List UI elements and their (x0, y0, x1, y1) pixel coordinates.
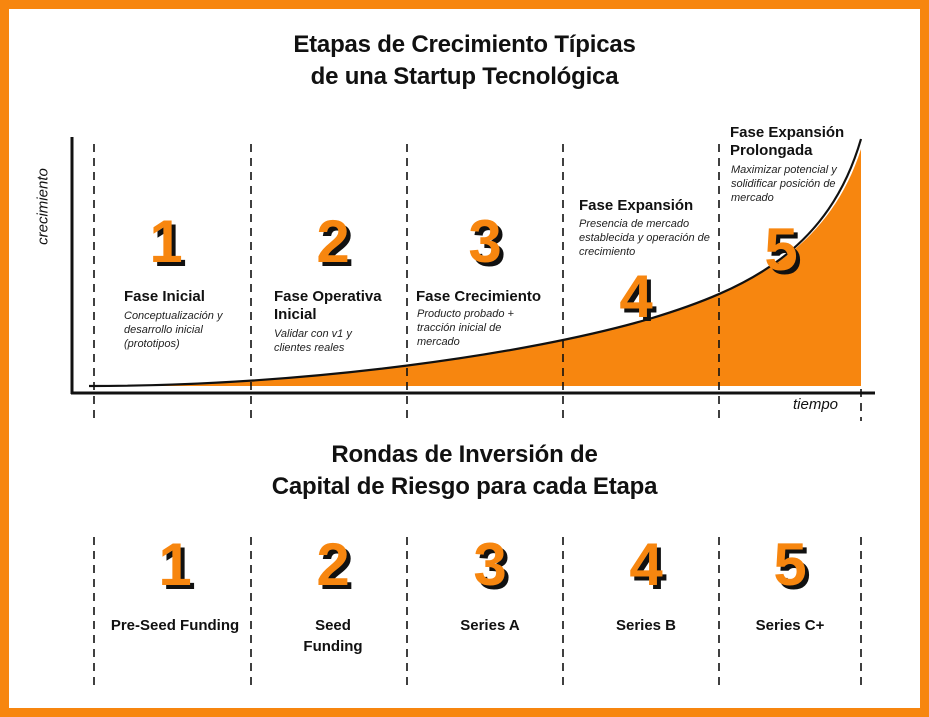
growth-title-line1: Etapas de Crecimiento Típicas (293, 31, 636, 58)
stage-3-description: Producto probado + tracción inicial de m… (417, 308, 514, 348)
x-axis-label: tiempo (793, 396, 839, 413)
round-1-label: Pre-Seed Funding (110, 617, 240, 634)
round-3-label: Series A (460, 617, 520, 634)
stage-5-description: Maximizar potencial y solidificar posici… (731, 164, 837, 204)
stage-2-number: 2 (316, 208, 350, 275)
round-4-number: 4 (629, 531, 663, 598)
stage-4-number: 4 (619, 263, 653, 330)
round-1-number: 1 (158, 531, 192, 598)
round-2-number: 2 (316, 531, 350, 598)
growth-chart (70, 137, 875, 421)
stage-5-number: 5 (764, 216, 798, 283)
stage-5-title: Fase Expansión Prolongada (730, 124, 845, 159)
stage-2-title: Fase Operativa Inicial (274, 288, 382, 323)
stage-dividers (93, 144, 862, 421)
round-3-number: 3 (473, 531, 507, 598)
round-2-label: Seed Funding (303, 617, 363, 655)
funding-rounds-grid (93, 537, 862, 691)
stage-2-description: Validar con v1 y clientes reales (274, 328, 352, 354)
stage-3-title: Fase Crecimiento (416, 288, 542, 305)
round-5-number: 5 (773, 531, 807, 598)
funding-title-line2: Capital de Riesgo para cada Etapa (271, 473, 658, 500)
stage-4-title: Fase Expansión (579, 197, 694, 214)
stage-1-number: 1 (149, 208, 183, 275)
round-4-label: Series B (615, 617, 677, 634)
stage-3-number: 3 (468, 208, 502, 275)
stage-4-description: Presencia de mercado establecida y opera… (579, 218, 710, 258)
growth-title: Etapas de Crecimiento Típicas de una Sta… (9, 29, 920, 93)
growth-title-line2: de una Startup Tecnológica (310, 63, 619, 90)
stage-1-description: Conceptualización y desarrollo inicial (… (124, 310, 223, 350)
funding-title-line1: Rondas de Inversión de (331, 441, 598, 468)
growth-area (89, 149, 861, 386)
stage-1-title: Fase Inicial (124, 288, 205, 305)
round-5-label: Series C+ (755, 617, 825, 634)
funding-title: Rondas de Inversión de Capital de Riesgo… (9, 439, 920, 503)
growth-curve (88, 138, 863, 388)
